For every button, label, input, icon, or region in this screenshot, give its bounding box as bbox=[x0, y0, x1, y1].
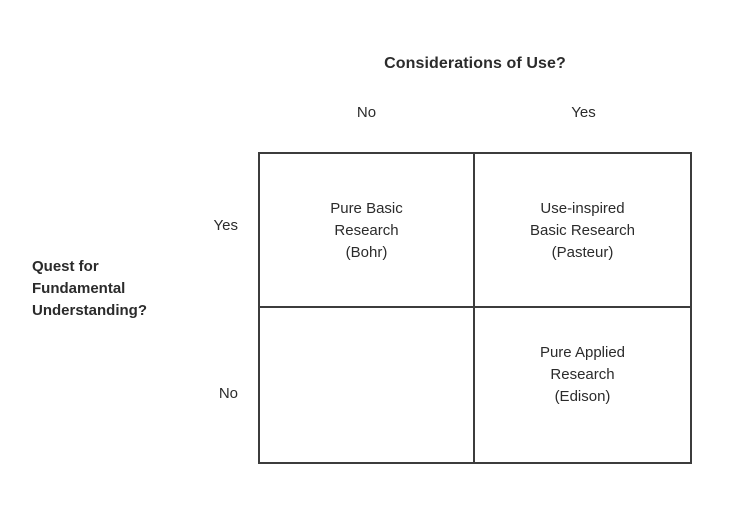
quadrant-cell-text: Use-inspired Basic Research (Pasteur) bbox=[475, 198, 690, 264]
column-header-yes: Yes bbox=[571, 104, 596, 121]
row-header-yes: Yes bbox=[213, 217, 238, 234]
cell-line-2: Research bbox=[550, 366, 615, 383]
quadrant-cell-text: Pure Basic Research (Bohr) bbox=[260, 198, 473, 264]
row-axis-title-line-1: Quest for bbox=[32, 258, 99, 275]
row-header-no: No bbox=[218, 385, 238, 402]
quadrant-cell-pure-applied-research: Pure Applied Research (Edison) bbox=[475, 308, 690, 462]
quadrant-cell-pure-basic-research: Pure Basic Research (Bohr) bbox=[260, 154, 475, 308]
cell-line-1: Use-inspired bbox=[540, 200, 625, 217]
quadrant-cell-use-inspired-basic-research: Use-inspired Basic Research (Pasteur) bbox=[475, 154, 690, 308]
column-axis-title: Considerations of Use? bbox=[384, 55, 566, 72]
quadrant-cell-text: Pure Applied Research (Edison) bbox=[475, 342, 690, 408]
quadrant-cell-empty bbox=[260, 308, 475, 462]
cell-line-2: Research bbox=[334, 222, 399, 239]
row-axis-title-line-3: Understanding? bbox=[32, 302, 147, 319]
row-axis-title: Quest for Fundamental Understanding? bbox=[32, 256, 217, 322]
cell-line-1: Pure Basic bbox=[330, 200, 403, 217]
cell-line-1: Pure Applied bbox=[539, 344, 626, 361]
quadrant-grid: Pure Basic Research (Bohr) Use-inspired … bbox=[258, 152, 692, 464]
cell-line-3: (Edison) bbox=[554, 388, 611, 405]
cell-line-3: (Pasteur) bbox=[551, 244, 614, 261]
cell-line-3: (Bohr) bbox=[345, 244, 388, 261]
row-axis-title-line-2: Fundamental bbox=[32, 280, 126, 297]
column-header-no: No bbox=[356, 104, 377, 121]
cell-line-2: Basic Research bbox=[529, 222, 636, 239]
